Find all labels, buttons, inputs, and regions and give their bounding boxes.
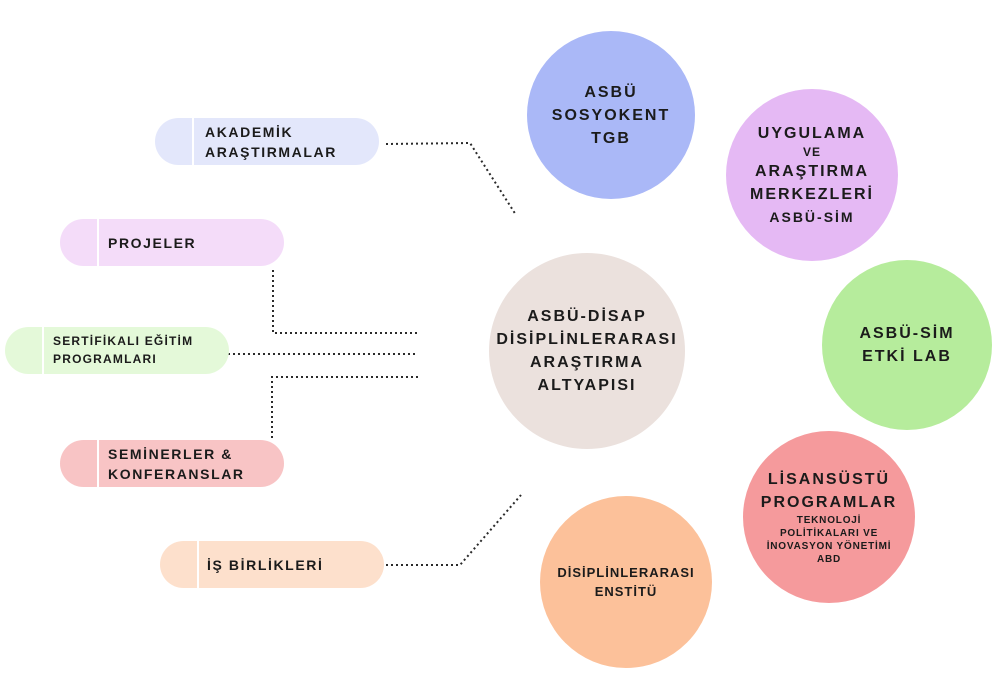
uygulama-line-3: ARAŞTIRMA — [755, 162, 869, 180]
connector-seminerler — [271, 376, 418, 438]
sosyokent-line-3: TGB — [591, 129, 631, 147]
pill-projeler-label: PROJELER — [108, 235, 197, 251]
center-line-2: DİSİPLİNLERARASI — [496, 331, 678, 348]
pill-is-birlikleri-label: İŞ BİRLİKLERİ — [207, 557, 324, 573]
pill-divider — [97, 219, 99, 266]
pill-is-birlikleri: İŞ BİRLİKLERİ — [160, 541, 384, 588]
sertifikali-line-1: SERTİFİKALI EĞİTİM — [53, 334, 194, 348]
sosyokent-line-2: SOSYOKENT — [551, 106, 671, 124]
center-line-3: ARAŞTIRMA — [530, 354, 644, 371]
circle-uygulama: UYGULAMA VE ARAŞTIRMA MERKEZLERİ ASBÜ-Sİ… — [726, 89, 898, 261]
pill-divider — [42, 327, 44, 374]
seminerler-line-2: KONFERANSLAR — [108, 466, 245, 482]
uygulama-line-4: MERKEZLERİ — [750, 185, 874, 203]
uygulama-line-2: VE — [802, 144, 821, 159]
center-line-4: ALTYAPISI — [537, 377, 637, 394]
circle-enstitu: DİSİPLİNLERARASI ENSTİTÜ — [540, 496, 712, 668]
sosyokent-line-1: ASBÜ — [584, 83, 638, 101]
etki-lab-line-2: ETKİ LAB — [862, 348, 952, 365]
uygulama-line-5: ASBÜ-SİM — [769, 208, 855, 225]
lisansustu-sub-2: POLİTİKALARI VE — [779, 528, 879, 539]
pill-sertifikali-label: SERTİFİKALI EĞİTİM PROGRAMLARI — [53, 332, 193, 368]
seminerler-line-1: SEMİNERLER & — [108, 446, 233, 462]
uygulama-line-1: UYGULAMA — [757, 124, 867, 142]
connector-akademik — [385, 141, 517, 216]
lisansustu-sub-4: ABD — [816, 554, 842, 565]
pill-divider — [97, 440, 99, 487]
center-circle: ASBÜ-DİSAP DİSİPLİNLERARASI ARAŞTIRMA AL… — [489, 253, 685, 449]
enstitu-line-2: ENSTİTÜ — [594, 584, 658, 599]
connector-is-birlikleri — [386, 494, 522, 566]
lisansustu-title-2: PROGRAMLAR — [760, 494, 898, 511]
lisansustu-sub-1: TEKNOLOJİ — [796, 515, 862, 526]
pill-akademik: AKADEMİK ARAŞTIRMALAR — [155, 118, 379, 165]
akademik-line-1: AKADEMİK — [205, 124, 294, 140]
circle-sosyokent: ASBÜ SOSYOKENT TGB — [527, 31, 695, 199]
sertifikali-line-2: PROGRAMLARI — [53, 352, 157, 366]
center-line-1: ASBÜ-DİSAP — [527, 308, 647, 325]
pill-seminerler-label: SEMİNERLER & KONFERANSLAR — [108, 444, 245, 484]
circle-lisansustu: LİSANSÜSTÜ PROGRAMLAR TEKNOLOJİ POLİTİKA… — [743, 431, 915, 603]
pill-divider — [192, 118, 194, 165]
akademik-line-2: ARAŞTIRMALAR — [205, 144, 337, 160]
pill-projeler: PROJELER — [60, 219, 284, 266]
pill-sertifikali: SERTİFİKALI EĞİTİM PROGRAMLARI — [5, 327, 229, 374]
lisansustu-sub-3: İNOVASYON YÖNETİMİ — [766, 541, 892, 552]
connector-projeler — [272, 270, 418, 334]
pill-seminerler: SEMİNERLER & KONFERANSLAR — [60, 440, 284, 487]
etki-lab-line-1: ASBÜ-SİM — [859, 325, 955, 342]
lisansustu-title-1: LİSANSÜSTÜ — [767, 471, 891, 488]
pill-akademik-label: AKADEMİK ARAŞTIRMALAR — [205, 122, 337, 162]
enstitu-line-1: DİSİPLİNLERARASI — [557, 565, 695, 580]
circle-etki-lab: ASBÜ-SİM ETKİ LAB — [822, 260, 992, 430]
pill-divider — [197, 541, 199, 588]
